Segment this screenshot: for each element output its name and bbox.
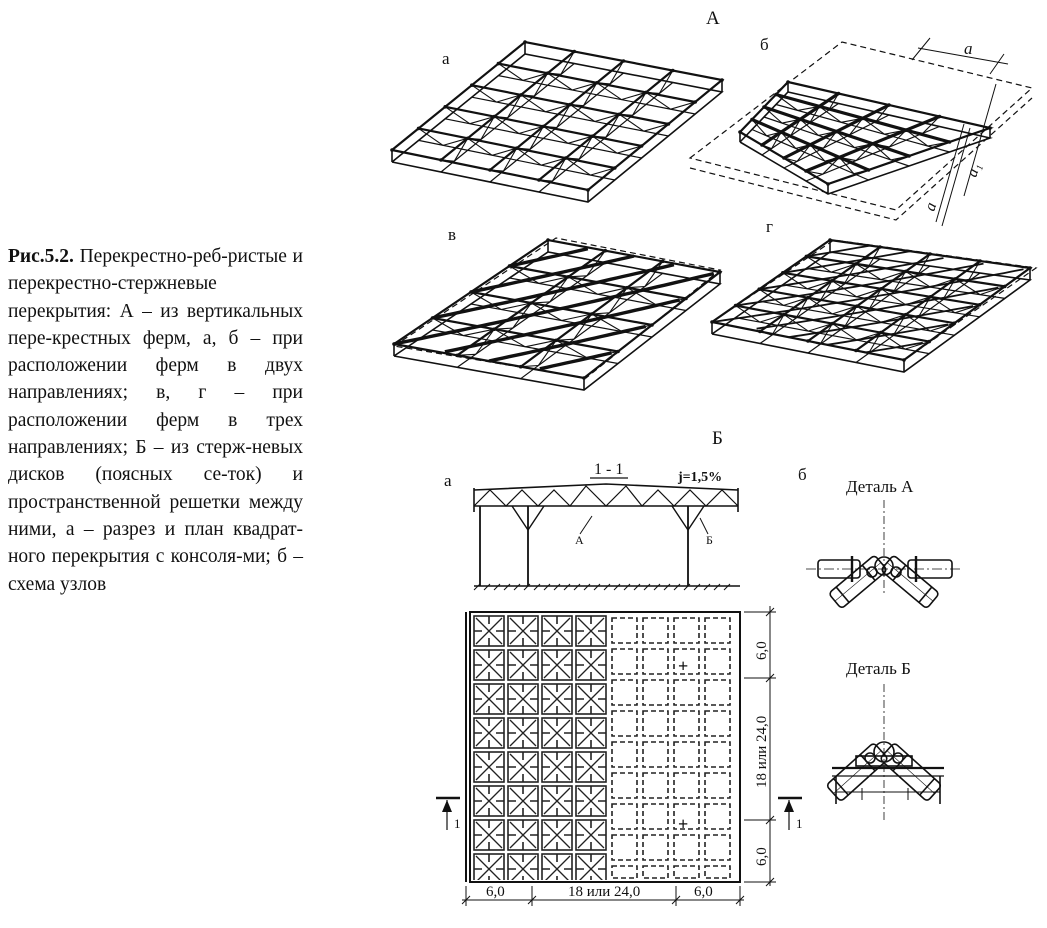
detail-b-title: Деталь Б — [846, 659, 911, 678]
truss-grid-g — [710, 238, 1038, 373]
truss-grid-b — [688, 41, 1034, 221]
caption-title: Рис.5.2. — [8, 246, 74, 267]
plan-view: + + — [465, 611, 741, 883]
figure-caption: Рис.5.2. Перекрестно-реб-ристые и перекр… — [8, 243, 303, 598]
part-b-label: Б — [712, 428, 723, 449]
dim-right-middle: 18 или 24,0 — [754, 716, 770, 788]
cut-marker-left — [436, 796, 460, 830]
dim-right-top: 6,0 — [754, 641, 770, 660]
plan-frame — [469, 611, 741, 883]
dimension-lines-b — [911, 37, 1009, 227]
detail-a-drawing — [806, 500, 962, 608]
section-label: 1 - 1 — [594, 461, 623, 478]
part-a-sub-b-label: б — [760, 35, 769, 54]
detail-b-drawing — [826, 684, 944, 820]
node-b-label: Б — [706, 533, 713, 547]
cut-mark-left-label: 1 — [454, 816, 461, 831]
dim-bottom-right: 6,0 — [694, 884, 713, 900]
cut-marker-right — [778, 796, 802, 830]
plan-lattice-area — [472, 614, 608, 880]
dim-a-bottom: a — [922, 200, 941, 213]
truss-grid-a — [390, 40, 725, 203]
node-a-label: А — [575, 533, 584, 547]
dim-bottom-middle: 18 или 24,0 — [568, 884, 640, 900]
part-a-sub-a-label: а — [442, 49, 450, 68]
part-a-label: А — [706, 8, 720, 29]
part-b-sub-b-label: б — [798, 465, 807, 484]
cut-mark-right-label: 1 — [796, 816, 803, 831]
detail-a-title: Деталь А — [846, 477, 914, 496]
dim-a1: a₁ — [964, 161, 984, 179]
plan-dashed-grid — [611, 617, 731, 879]
part-a-sub-v-label: в — [448, 225, 456, 244]
plan-plus-mark-top: + — [678, 656, 688, 676]
part-a-sub-g-label: г — [766, 217, 773, 236]
truss-grid-v — [392, 237, 723, 391]
dimension-chain-bottom — [461, 886, 745, 906]
part-b-sub-a-label: а — [444, 471, 452, 490]
dim-bottom-left: 6,0 — [486, 884, 505, 900]
slope-label: j=1,5% — [677, 470, 722, 485]
dim-right-bottom: 6,0 — [754, 847, 770, 866]
dimension-chain-right — [744, 606, 776, 887]
section-view — [473, 483, 740, 591]
plan-plus-mark-bottom: + — [678, 814, 688, 834]
caption-text: Перекрестно-реб-ристые и перекрестно-сте… — [8, 246, 303, 595]
dim-a-top: a — [964, 39, 973, 58]
